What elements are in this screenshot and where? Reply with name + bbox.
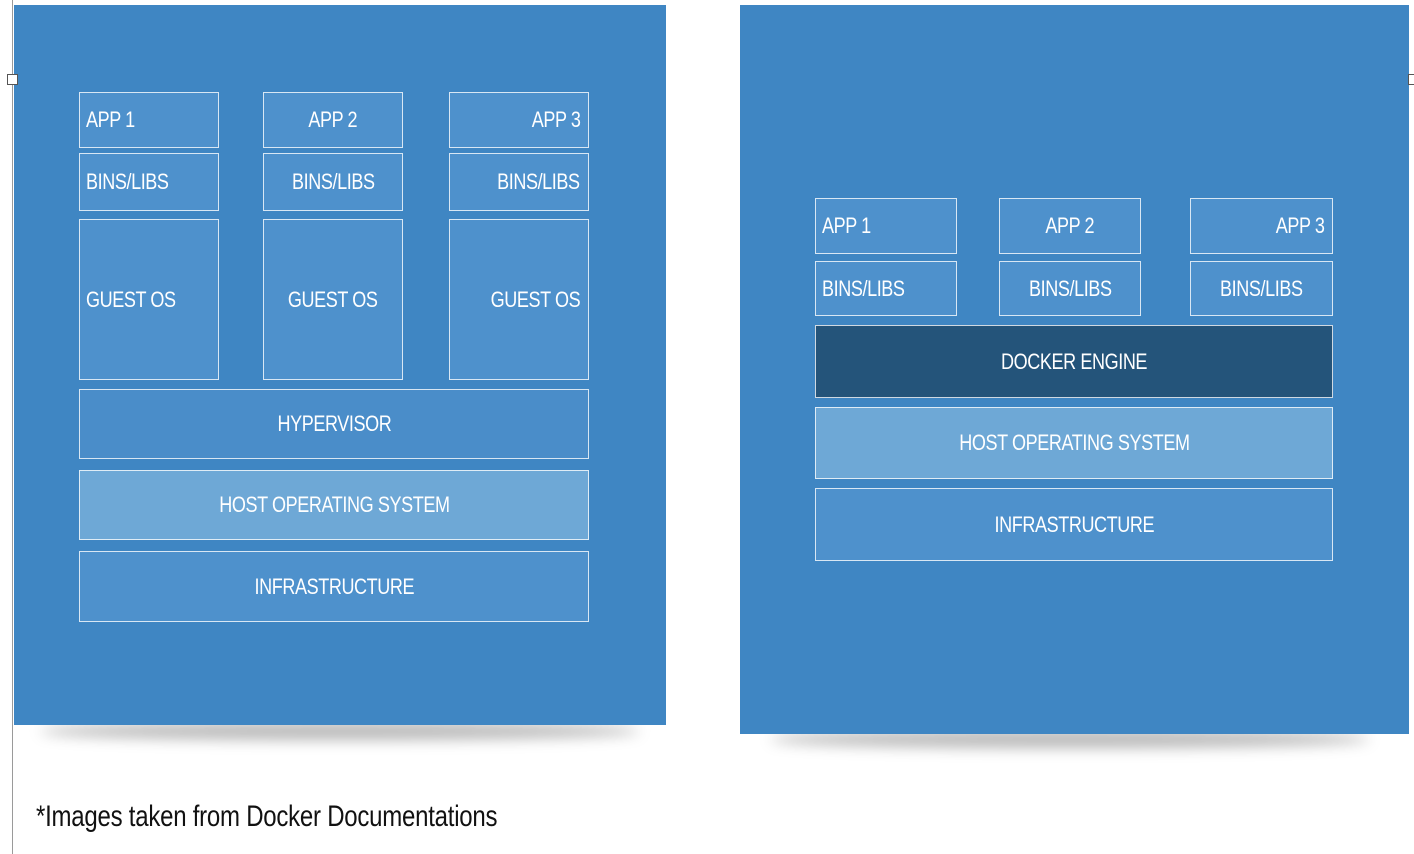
container-app-2: APP 2 [999, 198, 1141, 254]
vm-panel-shadow [40, 722, 640, 740]
vm-architecture-panel: APP 1 BINS/LIBS GUEST OS APP 2 BINS/LIBS… [14, 5, 666, 725]
selection-handle-left[interactable] [7, 74, 18, 85]
slide-edge-line [12, 0, 13, 854]
container-bins-libs-1: BINS/LIBS [815, 261, 957, 316]
vm-infrastructure: INFRASTRUCTURE [79, 551, 589, 622]
vm-bins-libs-2: BINS/LIBS [263, 153, 403, 211]
vm-bins-libs-1: BINS/LIBS [79, 153, 219, 211]
selection-handle-right[interactable] [1408, 74, 1414, 85]
vm-host-operating-system: HOST OPERATING SYSTEM [79, 470, 589, 540]
image-source-caption: *Images taken from Docker Documentations [36, 800, 498, 833]
container-host-operating-system: HOST OPERATING SYSTEM [815, 407, 1333, 479]
container-architecture-panel: APP 1 BINS/LIBS APP 2 BINS/LIBS APP 3 BI… [740, 5, 1409, 734]
container-app-3: APP 3 [1190, 198, 1333, 254]
vm-app-2: APP 2 [263, 92, 403, 148]
vm-bins-libs-3: BINS/LIBS [449, 153, 589, 211]
container-app-1: APP 1 [815, 198, 957, 254]
container-panel-shadow [770, 730, 1370, 748]
container-infrastructure: INFRASTRUCTURE [815, 488, 1333, 561]
vm-guest-os-2: GUEST OS [263, 219, 403, 380]
vm-app-1: APP 1 [79, 92, 219, 148]
container-bins-libs-2: BINS/LIBS [999, 261, 1141, 316]
container-bins-libs-3: BINS/LIBS [1190, 261, 1333, 316]
vm-app-3: APP 3 [449, 92, 589, 148]
vm-guest-os-3: GUEST OS [449, 219, 589, 380]
vm-guest-os-1: GUEST OS [79, 219, 219, 380]
docker-engine: DOCKER ENGINE [815, 325, 1333, 398]
vm-hypervisor: HYPERVISOR [79, 389, 589, 459]
